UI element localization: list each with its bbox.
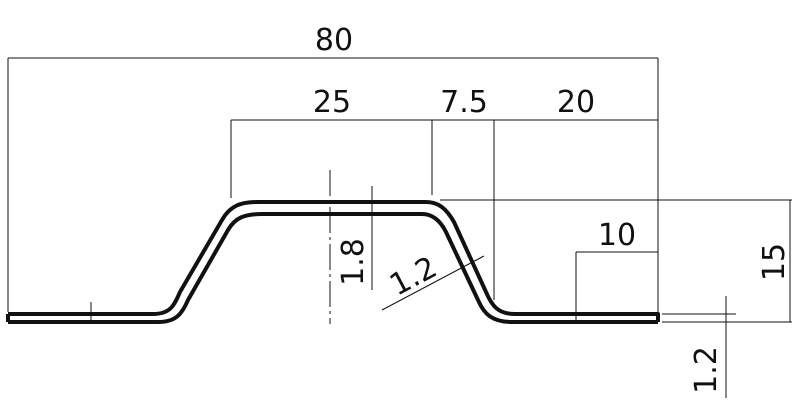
dim-label-slope-offset: 7.5 [440, 85, 488, 120]
dim-label-flange-ref: 10 [598, 218, 636, 253]
profile-inner-edge [6, 212, 658, 324]
dim-label-height: 15 [757, 243, 792, 281]
dim-label-right-flange: 20 [557, 85, 595, 120]
dim-upper-chain: 25 7.5 20 [230, 85, 658, 300]
dim-label-sheet-thickness: 1.2 [689, 346, 724, 394]
dim-label-top-width: 25 [313, 85, 351, 120]
dim-height: 15 [440, 199, 792, 323]
sheet-metal-profile [6, 200, 660, 324]
dim-label-bend-thickness: 1.2 [384, 250, 443, 303]
profile-outer-edge [8, 200, 660, 322]
dim-flange-ref: 10 [575, 218, 658, 318]
dim-label-overall-width: 80 [315, 23, 353, 58]
dim-sheet-thickness: 1.2 [662, 296, 736, 398]
dim-overall-width: 80 [7, 23, 659, 312]
dim-label-inner-gap: 1.8 [336, 238, 371, 286]
dim-inner-gap: 1.8 [329, 170, 373, 324]
flange-tick-marks [90, 302, 577, 322]
